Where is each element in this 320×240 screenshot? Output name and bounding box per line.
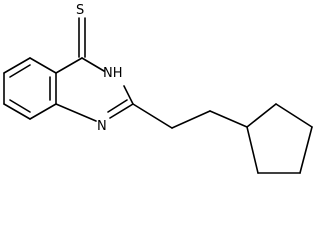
cyclopentane-ring <box>246 103 313 174</box>
bond <box>123 85 134 105</box>
benzene-ring <box>3 57 57 120</box>
bond <box>29 57 57 74</box>
bond <box>3 57 31 74</box>
bond <box>171 110 211 129</box>
thione-bond <box>78 17 86 58</box>
bond <box>209 110 248 128</box>
bond <box>81 57 105 72</box>
bond <box>109 103 134 119</box>
bond <box>246 103 277 128</box>
bond <box>55 57 83 74</box>
atom-label-s: S <box>76 3 84 18</box>
double-bond-inner <box>107 99 128 113</box>
bond <box>275 103 313 128</box>
bond <box>29 103 57 120</box>
ethyl-linker <box>132 103 248 129</box>
atom-label-nh: NH <box>103 66 123 81</box>
pyrimidine-ring <box>55 57 134 122</box>
double-bond-inner <box>9 64 31 78</box>
bond <box>55 103 97 122</box>
double-bond-inner <box>9 99 31 113</box>
molecule-canvas: S NH N <box>3 3 313 174</box>
bond <box>246 126 259 174</box>
bond <box>3 103 31 120</box>
bond <box>299 126 313 174</box>
bond <box>132 103 173 129</box>
atom-label-n: N <box>97 119 107 134</box>
structure-diagram: S NH N <box>3 3 313 174</box>
